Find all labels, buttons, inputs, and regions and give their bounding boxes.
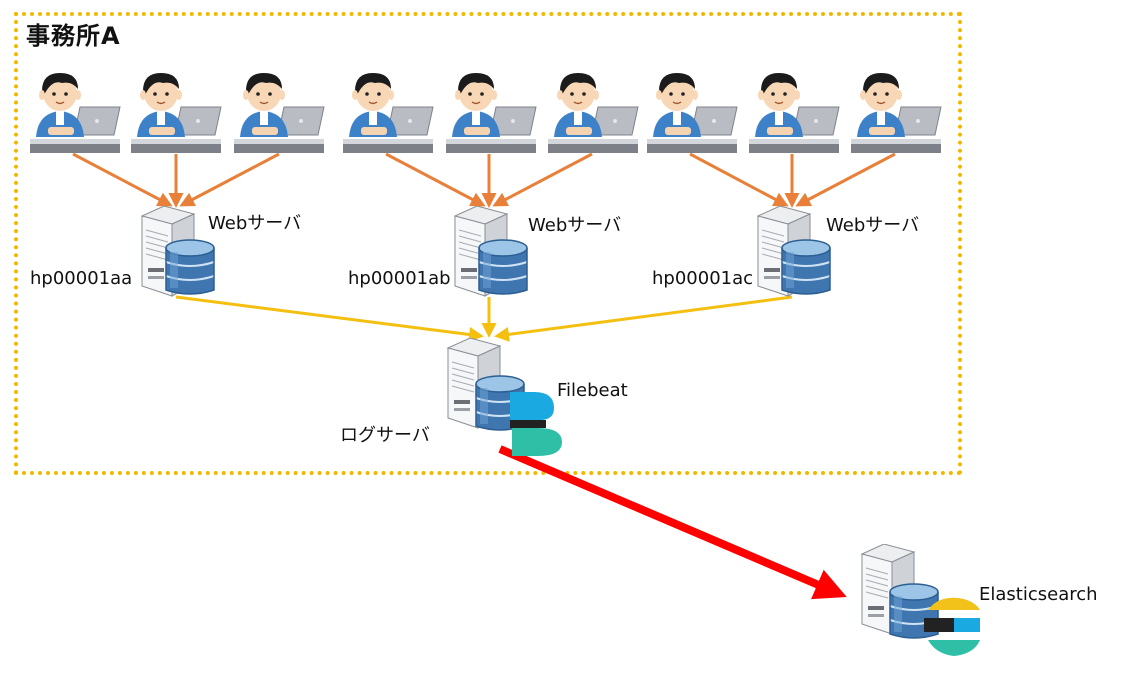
elasticsearch-label: Elasticsearch <box>979 584 1098 605</box>
worker-3 <box>234 72 325 154</box>
elasticsearch-server <box>861 544 980 656</box>
database-icon <box>781 239 831 295</box>
worker-at-laptop-icon <box>30 72 121 154</box>
log-server-agent-label: Filebeat <box>557 380 628 401</box>
arrow-client3-to-web1 <box>179 152 280 207</box>
filebeat-logo-icon <box>510 392 562 456</box>
worker-5 <box>446 72 537 154</box>
worker-4 <box>343 72 434 154</box>
worker-1 <box>30 72 121 154</box>
arrow-client1-to-web1 <box>72 152 173 207</box>
web-server-3 <box>757 206 831 297</box>
web-server-3-role-label: Webサーバ <box>826 215 920 236</box>
worker-8 <box>749 72 840 154</box>
worker-at-laptop-icon <box>749 72 840 154</box>
web-server-3-hostname: hp00001ac <box>652 268 754 289</box>
web-server-1-role-label: Webサーバ <box>208 213 302 234</box>
office-boundary <box>14 12 962 475</box>
arrow-client7-to-web3 <box>689 152 789 207</box>
worker-at-laptop-icon <box>343 72 434 154</box>
arrow-web1-to-log <box>175 295 484 342</box>
web-server-2 <box>454 206 528 297</box>
arrow-client6-to-web2 <box>492 152 593 207</box>
client-to-web-arrows <box>72 152 896 208</box>
elasticsearch-logo-icon <box>924 597 980 656</box>
arrow-web3-to-log <box>494 295 793 342</box>
database-icon <box>478 239 528 295</box>
worker-6 <box>548 72 639 154</box>
web-server-1-hostname: hp00001aa <box>30 268 133 289</box>
arrow-log-to-elasticsearch <box>498 445 847 600</box>
log-server-role-label: ログサーバ <box>340 425 430 446</box>
office-title: 事務所A <box>26 22 121 50</box>
arrow-client4-to-web2 <box>385 152 486 207</box>
log-server <box>447 338 562 456</box>
worker-at-laptop-icon <box>851 72 942 154</box>
worker-7 <box>647 72 738 154</box>
worker-at-laptop-icon <box>446 72 537 154</box>
worker-9 <box>851 72 942 154</box>
database-icon <box>165 239 215 295</box>
worker-at-laptop-icon <box>131 72 222 154</box>
worker-2 <box>131 72 222 154</box>
worker-at-laptop-icon <box>647 72 738 154</box>
web-server-2-hostname: hp00001ab <box>348 268 451 289</box>
web-to-log-arrows <box>175 295 793 342</box>
worker-at-laptop-icon <box>234 72 325 154</box>
web-server-2-role-label: Webサーバ <box>528 215 622 236</box>
arrow-client9-to-web3 <box>795 152 896 207</box>
worker-at-laptop-icon <box>548 72 639 154</box>
